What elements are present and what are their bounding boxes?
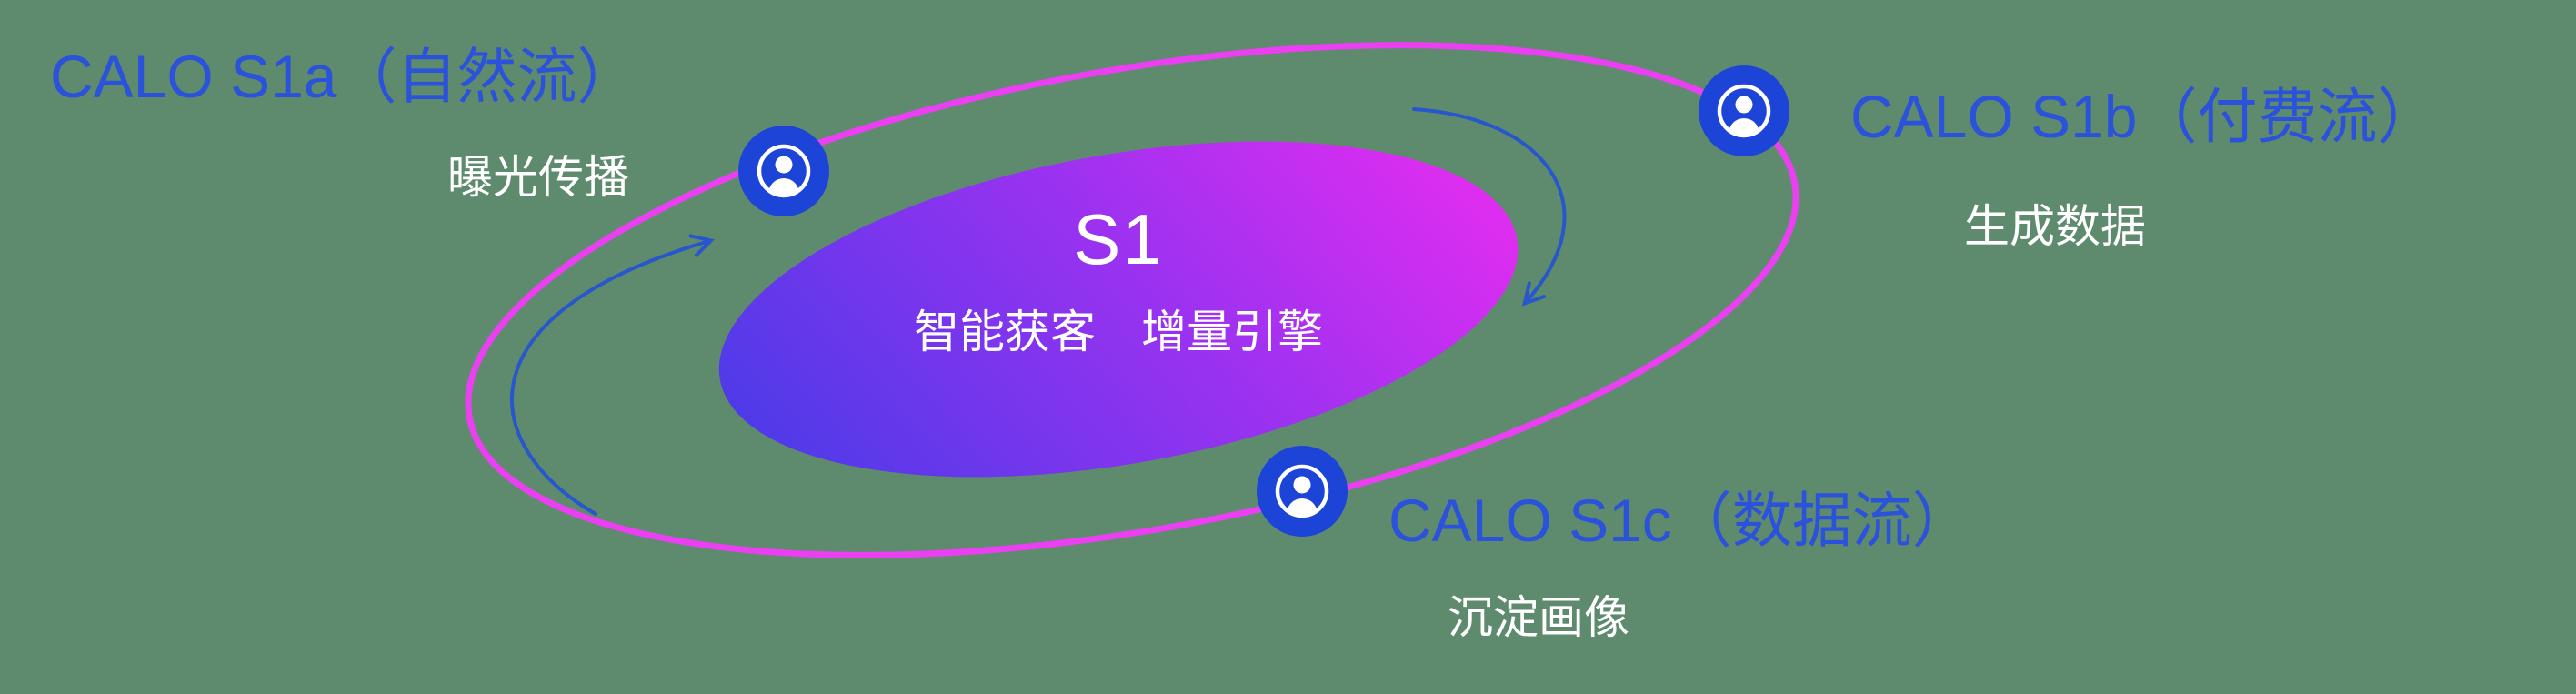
node-s1c [1255, 444, 1349, 538]
label-s1c-subtitle: 沉淀画像 [1448, 592, 1629, 643]
user-icon [1699, 65, 1789, 156]
core-subtitle: 智能获客 增量引擎 [914, 307, 1323, 357]
node-s1a [737, 124, 831, 218]
node-s1b [1697, 64, 1791, 158]
orbit-ring [465, 42, 1799, 558]
flow-arrow-left [510, 234, 715, 516]
label-s1b-title: CALO S1b（付费流） [1850, 83, 2438, 150]
user-icon [738, 126, 829, 216]
label-s1b-subtitle: 生成数据 [1964, 201, 2146, 252]
label-s1c-title: CALO S1c（数据流） [1388, 487, 1972, 554]
core-title: S1 [1073, 199, 1164, 279]
label-s1a-subtitle: 曝光传播 [447, 152, 629, 203]
label-s1a-title: CALO S1a（自然流） [50, 43, 637, 110]
core-label-group: S1 智能获客 增量引擎 [846, 198, 1391, 361]
flow-arrow-right [1412, 107, 1567, 307]
user-icon [1257, 446, 1348, 537]
